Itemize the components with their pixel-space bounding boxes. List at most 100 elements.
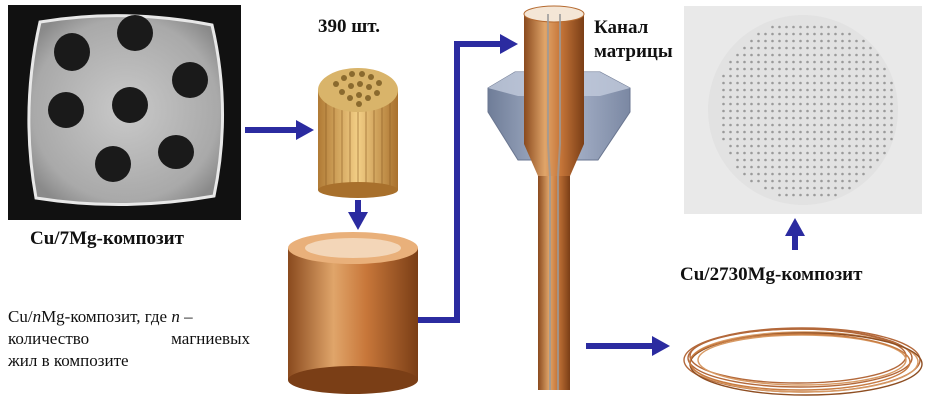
filament-dot xyxy=(855,116,858,120)
filament-dot xyxy=(820,151,823,155)
filament-dot xyxy=(876,60,879,64)
filament-dot xyxy=(750,74,753,78)
filament-dot xyxy=(848,186,851,190)
filament-dot xyxy=(890,130,893,134)
filament-dot xyxy=(799,130,802,134)
filament-dot xyxy=(820,165,823,169)
filament-dot xyxy=(757,88,760,92)
filament-dot xyxy=(827,53,830,57)
filament-dot xyxy=(813,193,816,197)
filament-dot xyxy=(729,102,732,106)
filament-dot xyxy=(813,53,816,57)
filament-dot xyxy=(820,95,823,99)
filament-dot xyxy=(792,32,795,36)
filament-dot xyxy=(792,130,795,134)
filament-dot xyxy=(778,165,781,169)
filament-dot xyxy=(890,116,893,120)
filament-dot xyxy=(862,88,865,92)
filament-dot xyxy=(827,116,830,120)
filament-dot xyxy=(806,151,809,155)
matrix-channel-label: Канал матрицы xyxy=(594,17,673,62)
filament-dot xyxy=(778,151,781,155)
filament-dot xyxy=(771,137,774,141)
filament-dot xyxy=(827,172,830,176)
wire-coil xyxy=(683,327,923,396)
filament-dot xyxy=(848,172,851,176)
filament-dot xyxy=(848,88,851,92)
filament-dot xyxy=(792,53,795,57)
filament-dot xyxy=(869,81,872,85)
filament-dot xyxy=(855,95,858,99)
filament-dot xyxy=(806,158,809,162)
copper-tube xyxy=(288,232,418,394)
filament-dot xyxy=(841,81,844,85)
filament-dot xyxy=(862,165,865,169)
filament-dot xyxy=(848,67,851,71)
caption-line-2: количество магниевых xyxy=(8,329,250,348)
filament-dot xyxy=(806,172,809,176)
filament-dot xyxy=(729,60,732,64)
filament-dot xyxy=(834,53,837,57)
filament-dot xyxy=(806,88,809,92)
filament-dot xyxy=(771,46,774,50)
filament-dot xyxy=(841,172,844,176)
filament-dot xyxy=(834,193,837,197)
filament-dot xyxy=(813,158,816,162)
filament-dot xyxy=(736,123,739,127)
filament-dot xyxy=(862,95,865,99)
filament-dot xyxy=(757,144,760,148)
filament-dot xyxy=(827,74,830,78)
filament-dot xyxy=(827,137,830,141)
filament-dot xyxy=(785,95,788,99)
filament-dot xyxy=(827,109,830,113)
filament-dot xyxy=(757,74,760,78)
filament-dot xyxy=(771,116,774,120)
filament-dot xyxy=(806,144,809,148)
filament-dot xyxy=(869,88,872,92)
filament-dot xyxy=(799,60,802,64)
filament-dot xyxy=(890,102,893,106)
filament-dot xyxy=(876,53,879,57)
filament-dot xyxy=(869,116,872,120)
filament-dot xyxy=(792,116,795,120)
filament-dot xyxy=(813,123,816,127)
sem-image-cu7mg xyxy=(8,5,241,220)
filament-dot xyxy=(750,81,753,85)
filament-dot xyxy=(785,39,788,43)
filament-dot xyxy=(841,158,844,162)
filament-dot xyxy=(743,123,746,127)
filament-dot xyxy=(778,102,781,106)
filament-dot xyxy=(883,151,886,155)
filament-dot xyxy=(848,60,851,64)
caption-line-3: жил в композите xyxy=(8,351,129,370)
filament-dot xyxy=(834,39,837,43)
filament-dot xyxy=(785,32,788,36)
filament-dot xyxy=(820,39,823,43)
filament-dot xyxy=(855,130,858,134)
filament-dot xyxy=(764,109,767,113)
filament-dot xyxy=(785,109,788,113)
filament-dot xyxy=(764,67,767,71)
filament-dot xyxy=(771,39,774,43)
filament-dot xyxy=(729,123,732,127)
filament-dot xyxy=(757,32,760,36)
matrix-channel xyxy=(523,5,585,390)
filament-dot xyxy=(883,74,886,78)
filament-dot xyxy=(743,144,746,148)
filament-dot xyxy=(764,53,767,57)
filament-dot xyxy=(827,158,830,162)
filament-dot xyxy=(883,130,886,134)
filament-dot xyxy=(820,172,823,176)
filament-dot xyxy=(848,53,851,57)
filament-dot xyxy=(743,151,746,155)
filament-dot xyxy=(771,151,774,155)
filament-dot xyxy=(820,60,823,64)
filament-dot xyxy=(834,95,837,99)
filament-dot xyxy=(813,102,816,106)
filament-dot xyxy=(750,158,753,162)
filament-dot xyxy=(764,46,767,50)
filament-dot xyxy=(820,130,823,134)
filament-dot xyxy=(834,158,837,162)
filament-dot xyxy=(799,46,802,50)
filament-dot xyxy=(841,186,844,190)
